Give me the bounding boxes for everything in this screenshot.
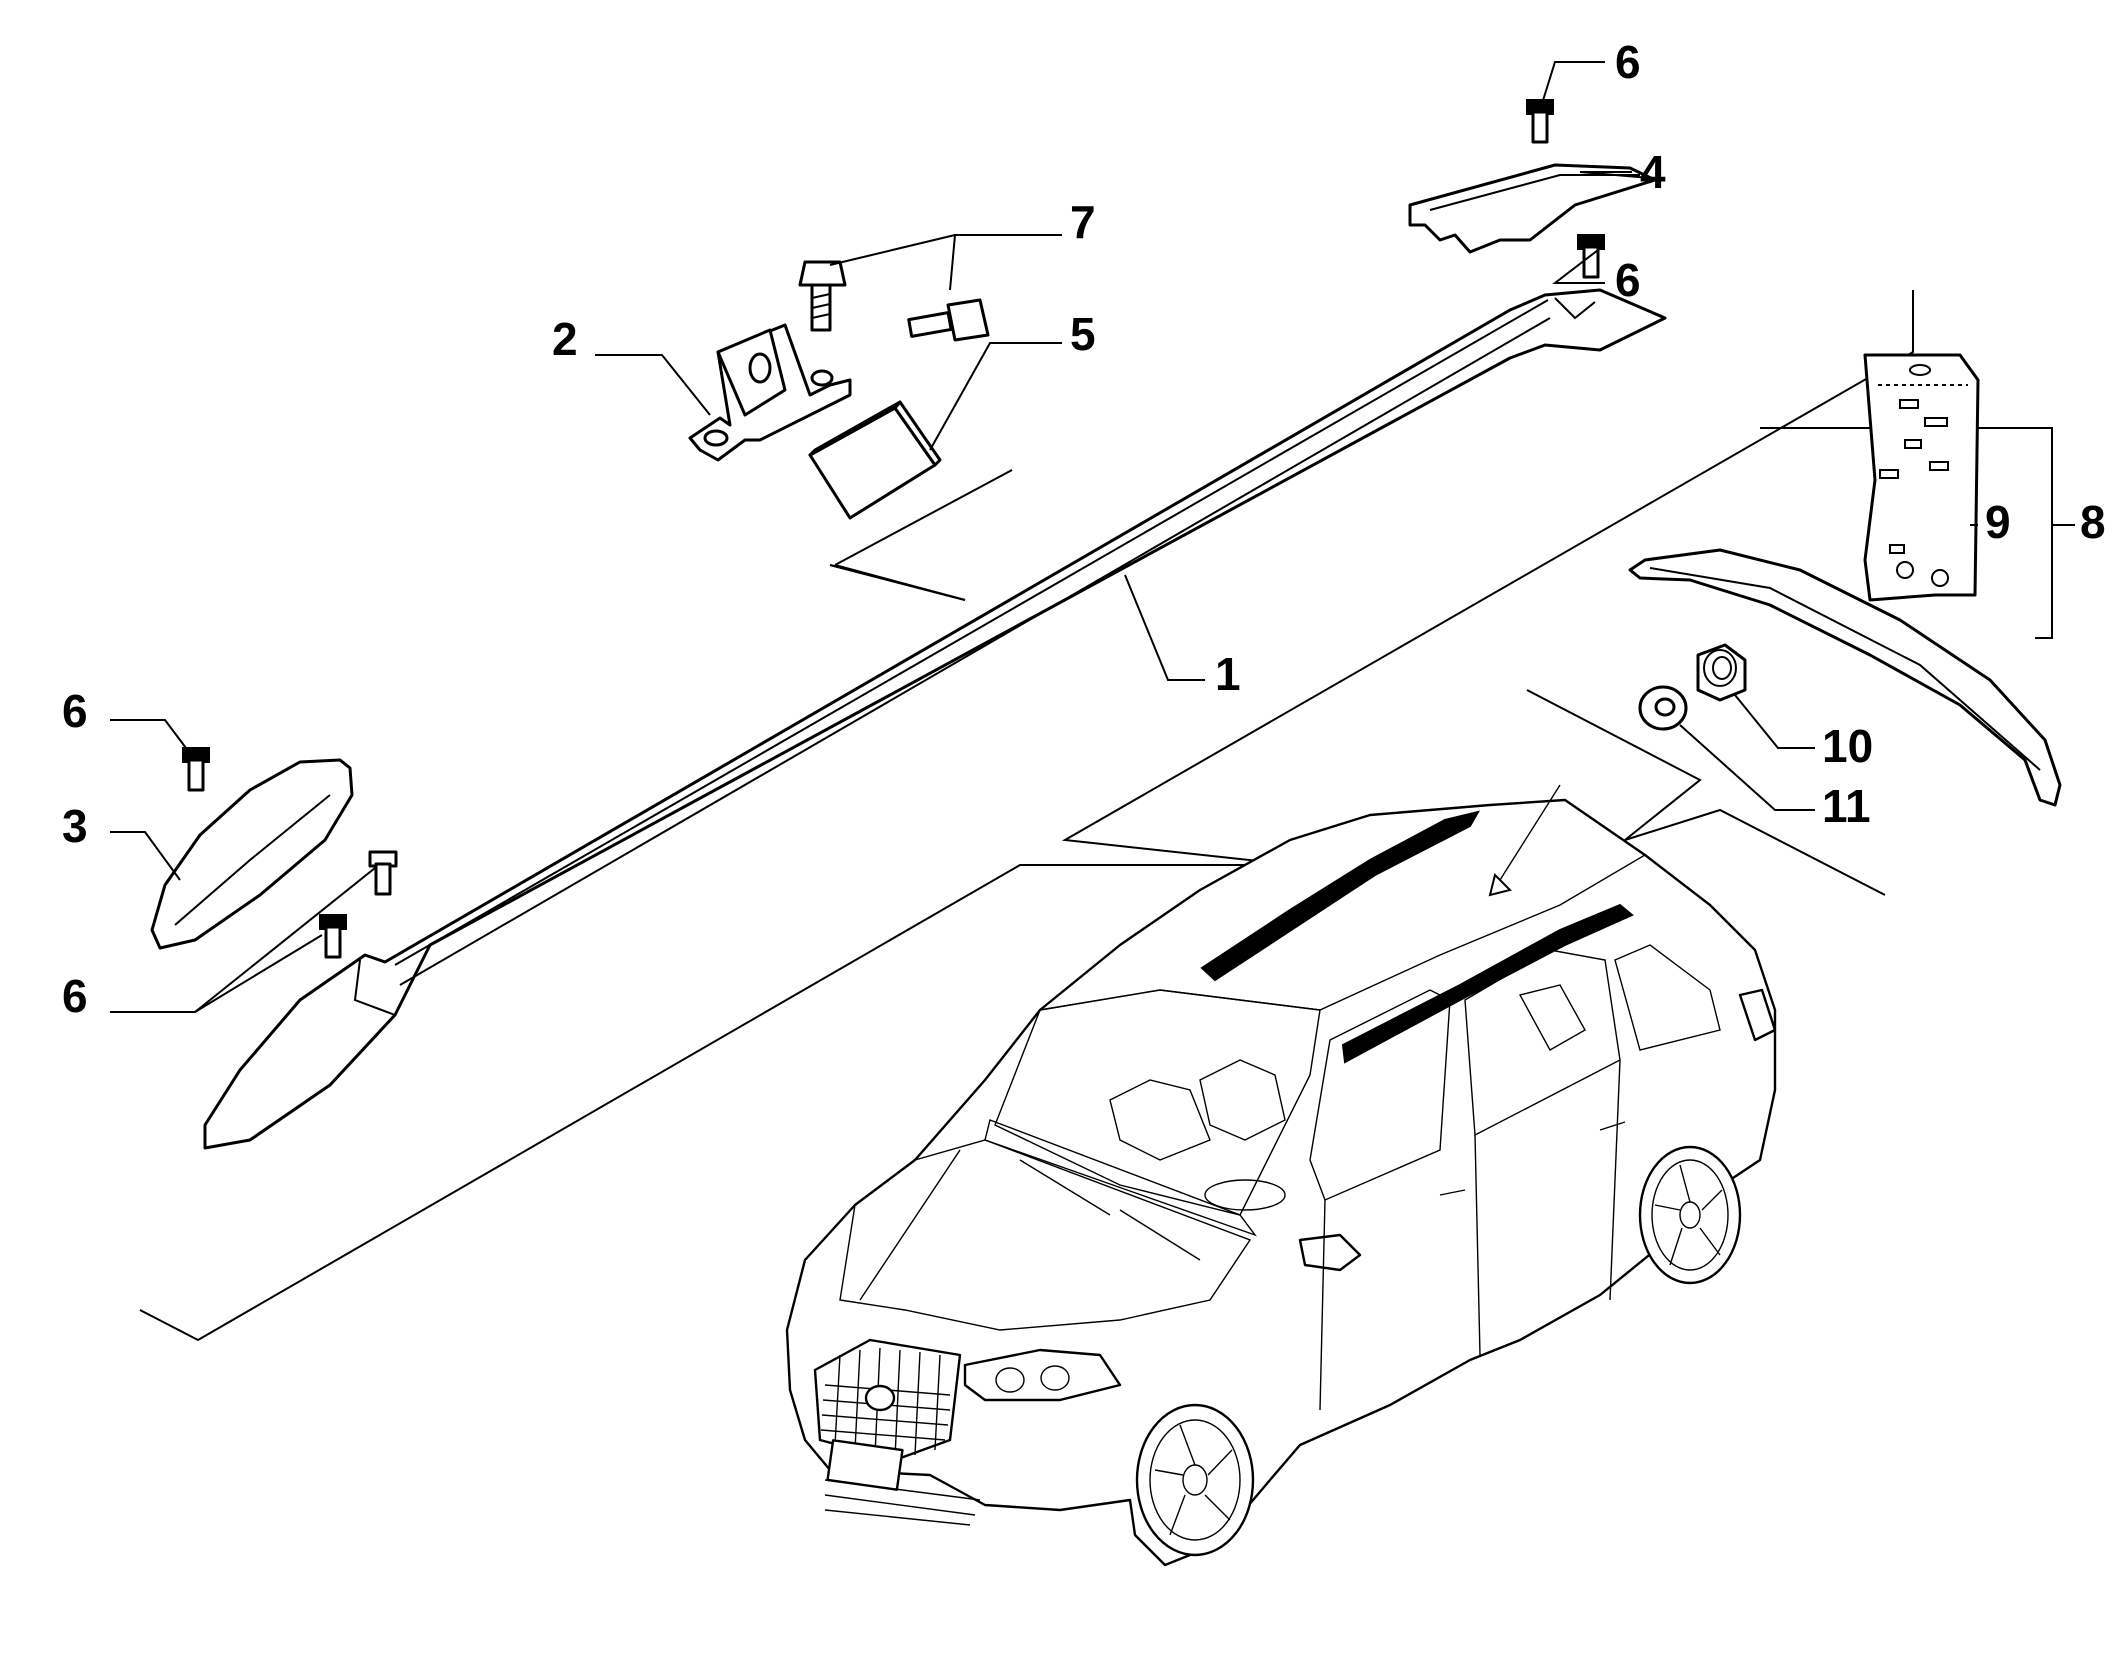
callout-11: 11	[1822, 780, 1871, 832]
callout-6-top: 6	[1615, 36, 1641, 88]
bolt-horizontal	[907, 298, 990, 342]
rear-end-cap	[1408, 163, 1657, 254]
callout-3: 3	[62, 800, 88, 852]
callout-1: 1	[1215, 648, 1241, 700]
screw-front-b	[368, 850, 398, 896]
rear-spoiler	[1628, 548, 2062, 807]
screw-rear	[1577, 234, 1605, 279]
leader-lines	[110, 61, 2075, 1013]
nut	[1696, 643, 1747, 702]
bolt-vertical	[798, 260, 847, 332]
callout-8: 8	[2080, 496, 2106, 548]
callout-7: 7	[1070, 196, 1096, 248]
mounting-bracket	[688, 323, 852, 462]
roof-rail	[203, 288, 1667, 1150]
screw-front-c	[319, 914, 347, 959]
front-end-cap	[150, 758, 354, 950]
callout-6-front-lower: 6	[62, 970, 88, 1022]
washer	[1638, 685, 1688, 731]
spoiler-template-sheet	[1863, 353, 1980, 602]
callout-2: 2	[552, 313, 578, 365]
callout-9: 9	[1985, 496, 2011, 548]
callout-6-front-upper: 6	[62, 685, 88, 737]
callout-labels: 1 2 3 4 5 6 6 6 6 7 8 9 10 11	[62, 36, 2106, 1022]
callout-4: 4	[1640, 146, 1666, 198]
vehicle-illustration	[785, 784, 1777, 1567]
callout-10: 10	[1822, 720, 1873, 772]
spacer-plate	[808, 400, 942, 520]
screw-front-a	[182, 747, 210, 792]
callout-6-rear: 6	[1615, 254, 1641, 306]
callout-5: 5	[1070, 308, 1096, 360]
screw-top	[1526, 99, 1554, 144]
